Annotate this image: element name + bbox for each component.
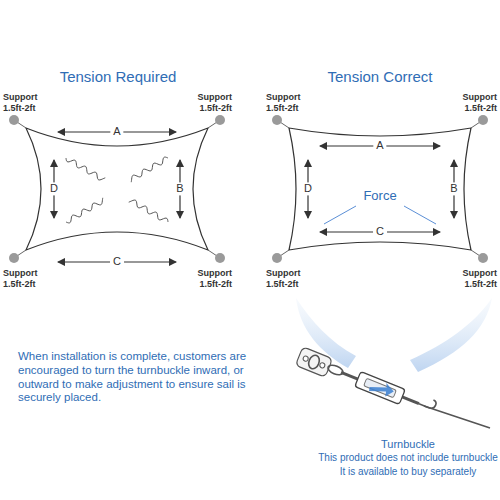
support-label: Support 1.5ft-2ft	[3, 268, 51, 290]
dimension-label: B	[173, 182, 186, 195]
panel-title: Tension Correct	[270, 68, 490, 86]
support-post	[215, 115, 225, 125]
support-post	[215, 253, 225, 263]
sail-outline	[26, 128, 208, 250]
dimension-label: A	[373, 139, 386, 152]
support-label: Support 1.5ft-2ft	[184, 268, 232, 290]
force-label: Force	[360, 188, 399, 204]
dimension-label: C	[373, 225, 387, 238]
plate	[295, 347, 332, 378]
turnbuckle-caption: This product does not include turnbuckle	[318, 452, 498, 464]
support-label: Support 1.5ft-2ft	[449, 92, 497, 114]
plate-eye	[307, 354, 322, 371]
dimension-label: C	[110, 255, 124, 268]
left-sail-panel	[9, 115, 225, 263]
turnbuckle-caption: Turnbuckle	[318, 438, 498, 451]
turnbuckle-caption: It is available to buy separately	[318, 466, 498, 478]
turnbuckle	[325, 359, 437, 417]
dimension-label: A	[110, 125, 123, 138]
support-post	[478, 115, 488, 125]
support-label: Support 1.5ft-2ft	[3, 92, 51, 114]
support-post	[9, 253, 19, 263]
support-label: Support 1.5ft-2ft	[184, 92, 232, 114]
motion-swoosh	[410, 298, 492, 372]
turn-arrow	[368, 378, 395, 400]
right-sail-panel	[272, 115, 488, 263]
support-label: Support 1.5ft-2ft	[449, 268, 497, 290]
sail-wire	[424, 406, 490, 428]
body-frame	[355, 372, 405, 405]
threaded-rod	[341, 372, 419, 403]
wrinkle-line	[131, 157, 168, 182]
force-line	[404, 206, 436, 224]
dimension-label: B	[447, 182, 460, 195]
turnbuckle-illustration	[295, 298, 492, 428]
force-line	[324, 206, 356, 224]
wrinkle-line	[66, 198, 103, 223]
sail-outline	[289, 128, 471, 250]
dimension-label: D	[47, 182, 61, 195]
screw	[302, 355, 309, 362]
wrinkle-line	[129, 200, 168, 222]
support-post	[272, 115, 282, 125]
support-post	[478, 253, 488, 263]
wall-plate	[295, 347, 332, 378]
instruction-note: When installation is complete, customers…	[18, 350, 258, 405]
screw	[319, 362, 326, 369]
dimension-label: D	[301, 182, 315, 195]
wrinkle-lines	[66, 157, 168, 223]
hook-end	[419, 395, 437, 409]
support-label: Support 1.5ft-2ft	[266, 268, 314, 290]
support-post	[272, 253, 282, 263]
wrinkle-line	[66, 158, 105, 180]
support-label: Support 1.5ft-2ft	[266, 92, 314, 114]
eye-end	[327, 363, 345, 376]
panel-title: Tension Required	[8, 68, 228, 86]
support-post	[9, 115, 19, 125]
